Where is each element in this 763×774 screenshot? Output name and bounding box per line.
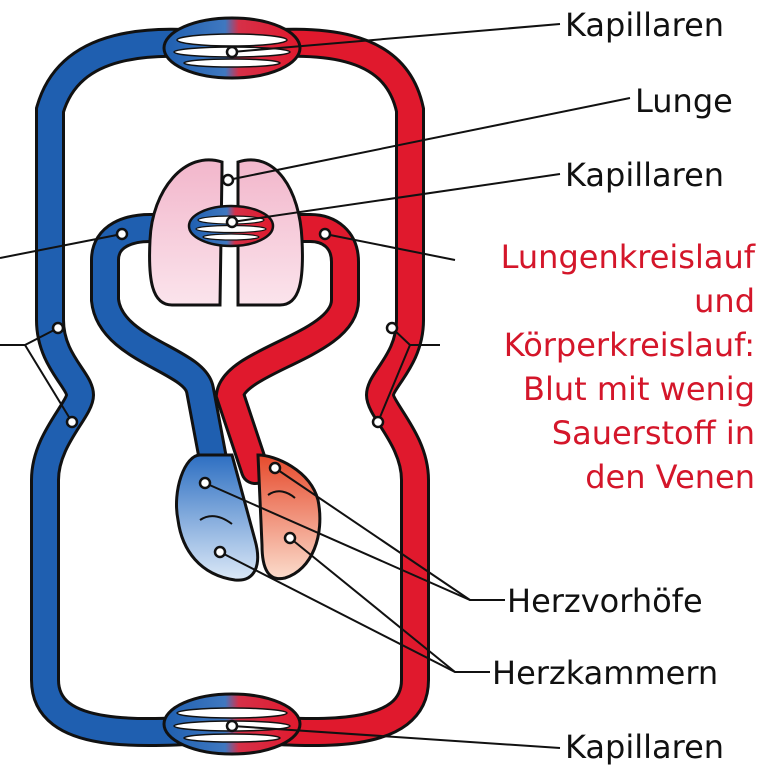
- leader-ventricles-left: [220, 552, 490, 672]
- red-note-line-5: Sauerstoff in: [552, 414, 755, 452]
- label-capillaries-lung: Kapillaren: [565, 156, 724, 194]
- label-lung: Lunge: [635, 82, 733, 120]
- dot-lung: [223, 175, 233, 185]
- dot-capillaries-bottom: [227, 721, 237, 731]
- dot-systemic-right-b: [373, 417, 383, 427]
- red-note-line-6: den Venen: [585, 458, 755, 496]
- red-note: Lungenkreislauf und Körperkreislauf: Blu…: [501, 238, 756, 496]
- systemic-artery-right: [235, 43, 415, 732]
- dot-ventricle-right: [215, 547, 225, 557]
- dot-atrium-right: [200, 478, 210, 488]
- label-capillaries-top: Kapillaren: [565, 6, 724, 44]
- dot-ventricle-left: [285, 533, 295, 543]
- red-note-line-4: Blut mit wenig: [523, 370, 755, 408]
- dot-systemic-left-a: [53, 323, 63, 333]
- label-capillaries-bottom: Kapillaren: [565, 728, 724, 766]
- red-note-line-1: Lungenkreislauf: [501, 238, 756, 276]
- leader-ventricles-right: [290, 538, 455, 672]
- dot-systemic-right-a: [387, 323, 397, 333]
- dot-capillaries-lung: [227, 217, 237, 227]
- red-note-line-2: und: [694, 282, 755, 320]
- label-heart-ventricles: Herzkammern: [492, 654, 718, 692]
- dot-atrium-left: [270, 463, 280, 473]
- dot-pulmonary-left: [117, 229, 127, 239]
- dot-capillaries-top: [227, 47, 237, 57]
- dot-pulmonary-right: [320, 229, 330, 239]
- red-note-line-3: Körperkreislauf:: [504, 326, 755, 364]
- label-heart-atria: Herzvorhöfe: [507, 582, 703, 620]
- dot-systemic-left-b: [67, 417, 77, 427]
- heart-left-side-red: [258, 455, 320, 579]
